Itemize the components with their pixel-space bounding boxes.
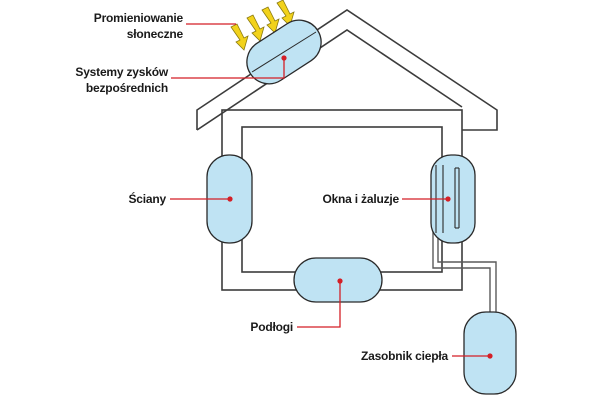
storage-pipes: [432, 228, 497, 318]
collector-axis: [251, 31, 317, 73]
label-heat-storage: Zasobnik ciepła: [361, 349, 449, 363]
house-outline: [196, 9, 498, 291]
leader-direct-gain: [171, 58, 285, 79]
leader-lines: [170, 23, 490, 357]
sun-arrows-icon: [230, 0, 295, 51]
heat-storage-tank: [463, 311, 517, 395]
leader-floors: [297, 281, 341, 328]
label-direct-gain-2: bezpośrednich: [86, 81, 168, 95]
label-windows: Okna i żaluzje: [322, 192, 399, 206]
leader-dots: [227, 55, 493, 359]
label-floors: Podłogi: [250, 320, 293, 334]
label-solar-radiation-1: Promieniowanie: [94, 11, 184, 25]
label-walls: Ściany: [129, 191, 167, 206]
roof-outer: [196, 9, 498, 131]
roof-inner: [196, 29, 463, 131]
label-solar-radiation-2: słoneczne: [127, 27, 184, 41]
label-direct-gain-1: Systemy zysków: [75, 65, 168, 79]
